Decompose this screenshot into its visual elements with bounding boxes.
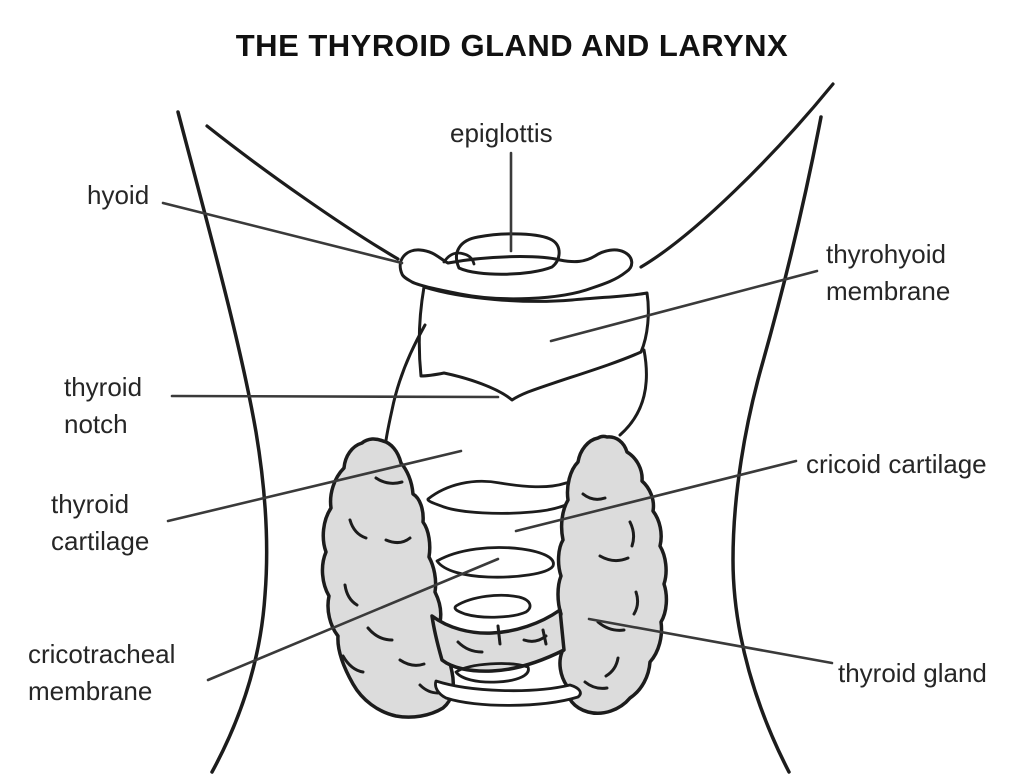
hyoid-bump	[442, 251, 476, 266]
label-cricoid-cartilage: cricoid cartilage	[806, 449, 987, 479]
gland-crease-lines	[341, 476, 640, 695]
label-cricotracheal-membrane: cricotracheal membrane	[28, 639, 176, 706]
leader-line-thyroid-gland	[587, 617, 834, 665]
label-thyroid-cartilage: thyroid cartilage	[51, 489, 150, 556]
tracheal-rings	[435, 546, 555, 619]
leader-line-hyoid	[161, 201, 404, 265]
tracheal-ring-2	[453, 593, 532, 619]
neck-contour-left	[176, 110, 269, 774]
leader-lines	[161, 151, 834, 682]
thyroid-gland-right-lobe	[556, 434, 669, 715]
leader-line-cricoid-cartilage	[514, 459, 798, 533]
cricoid-cartilage-band	[426, 479, 581, 515]
label-thyroid-gland: thyroid gland	[838, 658, 987, 688]
leader-line-thyroid-notch	[170, 394, 500, 399]
cartilage-edge-right	[618, 348, 648, 437]
thyrohyoid-membrane-shape	[417, 285, 650, 402]
neck-contour-right	[731, 115, 823, 774]
jaw-line-left	[205, 124, 400, 261]
diagram-title: THE THYROID GLAND AND LARYNX	[235, 28, 789, 63]
label-hyoid: hyoid	[87, 180, 150, 210]
cartilage-edge-left	[383, 323, 427, 452]
tracheal-ring-partial	[454, 662, 530, 684]
jaw-line-right	[639, 82, 835, 269]
thyroid-gland-isthmus	[430, 608, 566, 673]
label-epiglottis: epiglottis	[450, 118, 553, 148]
tracheal-ring-1	[435, 546, 555, 579]
thyroid-gland-shape	[320, 434, 669, 719]
trachea-bottom-band	[434, 679, 582, 707]
label-thyrohyoid-membrane: thyrohyoid membrane	[826, 239, 951, 306]
neck-outline	[176, 82, 835, 774]
leader-line-thyrohyoid-membrane	[549, 269, 819, 343]
label-thyroid-notch: thyroid notch	[64, 372, 143, 439]
epiglottis-shape	[454, 232, 561, 276]
leader-line-cricotracheal-membrane	[206, 557, 500, 682]
thyroid-gland-left-lobe	[320, 437, 456, 719]
lower-trachea	[434, 662, 582, 707]
leader-line-thyroid-cartilage	[166, 449, 463, 523]
thyroid-cartilage-edges	[383, 323, 648, 452]
